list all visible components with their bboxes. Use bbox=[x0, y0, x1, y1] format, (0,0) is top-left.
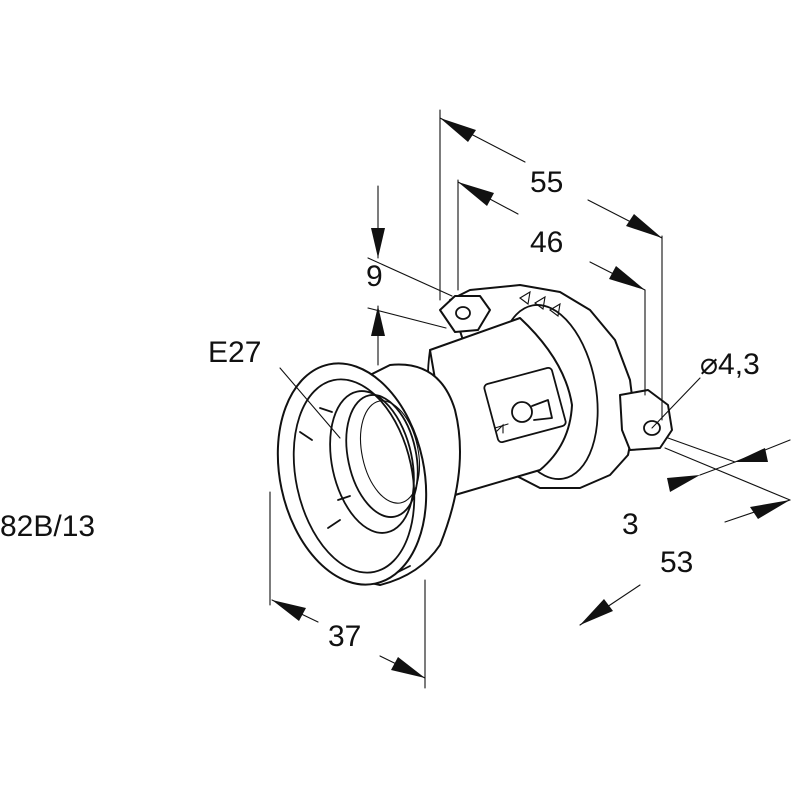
dimension-9-label: 9 bbox=[366, 260, 383, 293]
dimension-55-label: 55 bbox=[530, 166, 563, 199]
dimension-lines bbox=[269, 109, 791, 689]
dimension-3-label: 3 bbox=[622, 508, 639, 541]
lamp-socket-body bbox=[276, 284, 673, 586]
thread-size-label: E27 bbox=[208, 336, 261, 369]
dimension-46-label: 46 bbox=[530, 226, 563, 259]
dimension-53-label: 53 bbox=[660, 546, 693, 579]
dimension-37-label: 37 bbox=[328, 620, 361, 653]
part-number-label: 82B/13 bbox=[0, 510, 95, 543]
hole-diameter-label: ⌀4,3 bbox=[700, 348, 760, 381]
